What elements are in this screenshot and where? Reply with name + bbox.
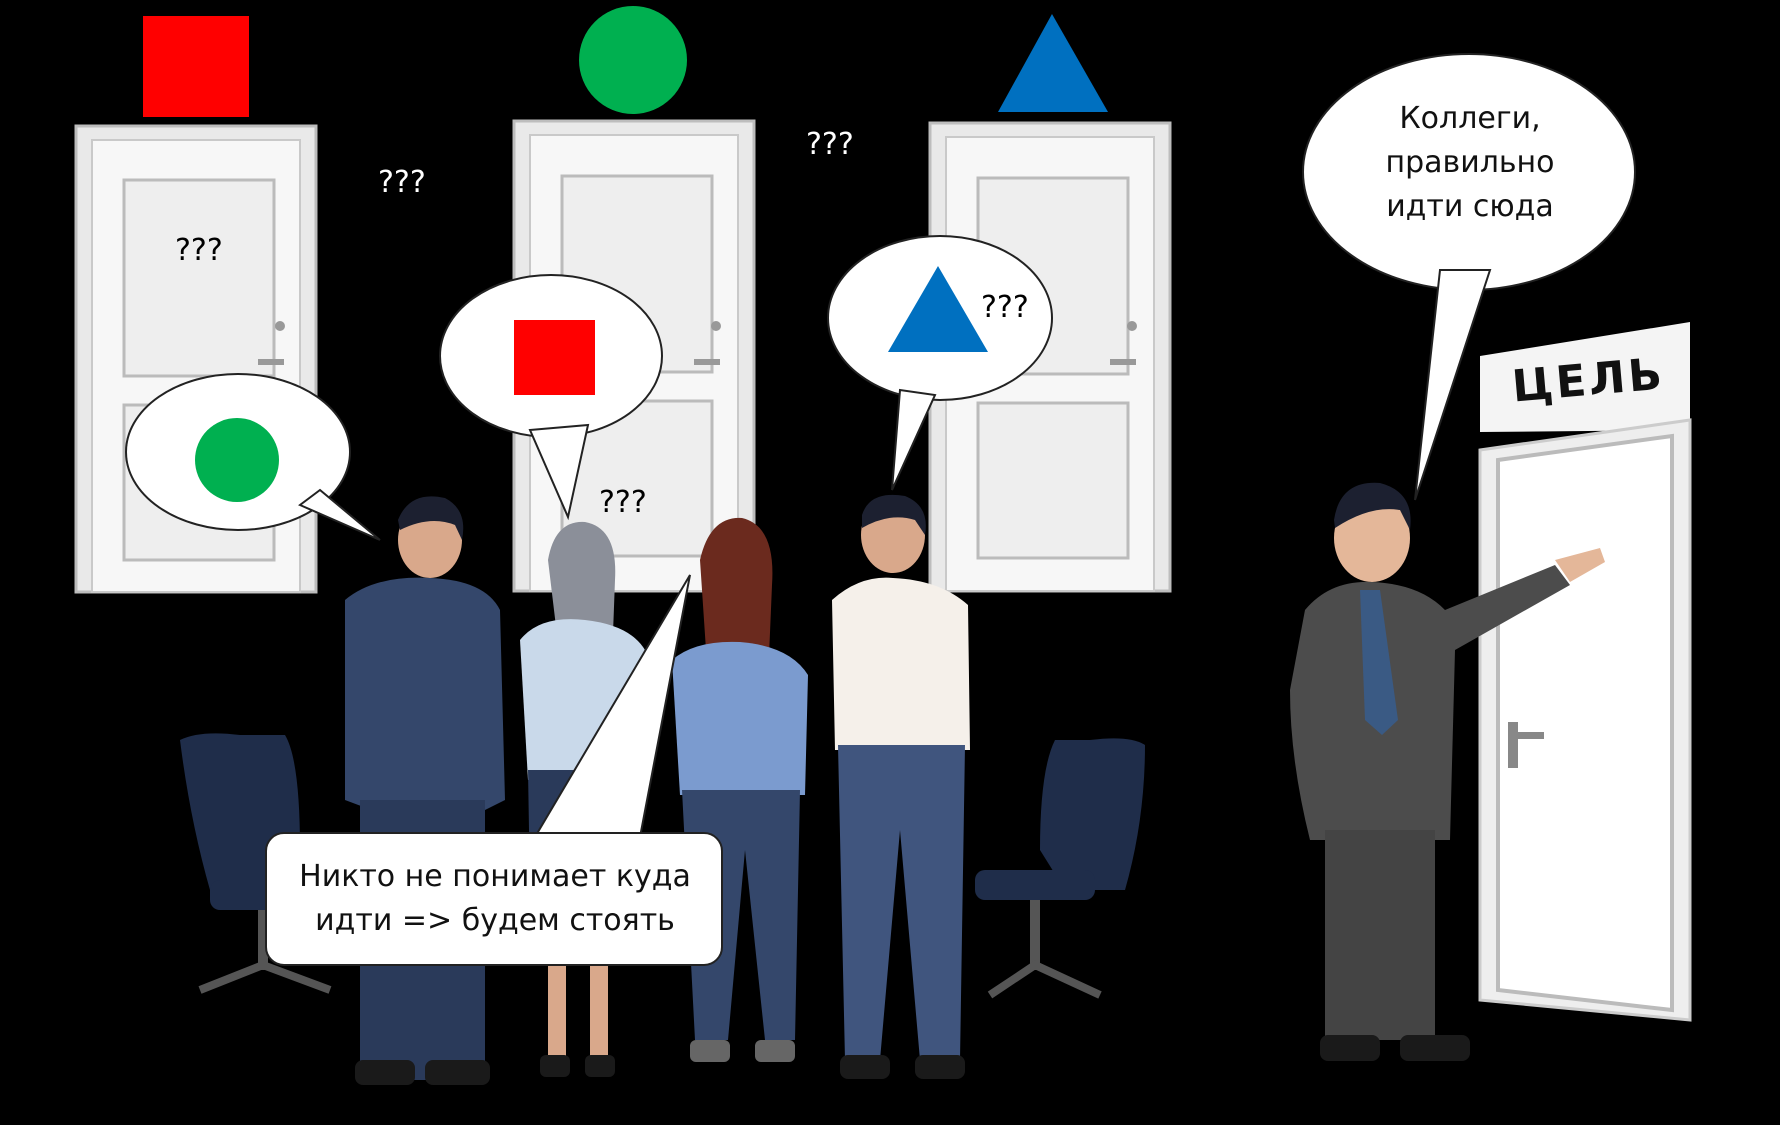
question-marks-blue-bubble: ??? <box>981 290 1029 325</box>
green-circle-icon <box>195 418 279 502</box>
question-marks-door-1: ??? <box>175 233 223 268</box>
blue-triangle-icon <box>888 266 988 352</box>
speech-bubble-consensus <box>265 574 723 966</box>
goal-door <box>1478 322 1692 1022</box>
speech-bubble-blue-triangle <box>827 235 1053 491</box>
speech-bubble-red-square <box>439 274 663 521</box>
green-circle-icon <box>579 6 687 114</box>
red-square-icon <box>514 320 595 395</box>
speech-bubble-leader <box>1302 53 1636 501</box>
person-leader-pointing <box>1290 482 1605 1061</box>
question-marks-door-2: ??? <box>599 485 647 520</box>
question-marks-between-1-2: ??? <box>378 165 426 200</box>
consensus-bubble-text: Никто не понимает куда идти => будем сто… <box>299 859 691 938</box>
person-woman-brown-hair <box>672 517 808 1062</box>
question-marks-between-2-3: ??? <box>806 127 854 162</box>
blue-triangle-icon <box>998 14 1108 112</box>
person-man-white-shirt <box>832 494 970 1079</box>
goal-sign-board <box>1480 322 1690 432</box>
red-square-icon <box>143 16 249 117</box>
leader-bubble-text: Коллеги, правильно идти сюда <box>1385 101 1555 224</box>
speech-bubble-green-circle <box>125 373 381 541</box>
office-chair-right <box>975 738 1145 999</box>
